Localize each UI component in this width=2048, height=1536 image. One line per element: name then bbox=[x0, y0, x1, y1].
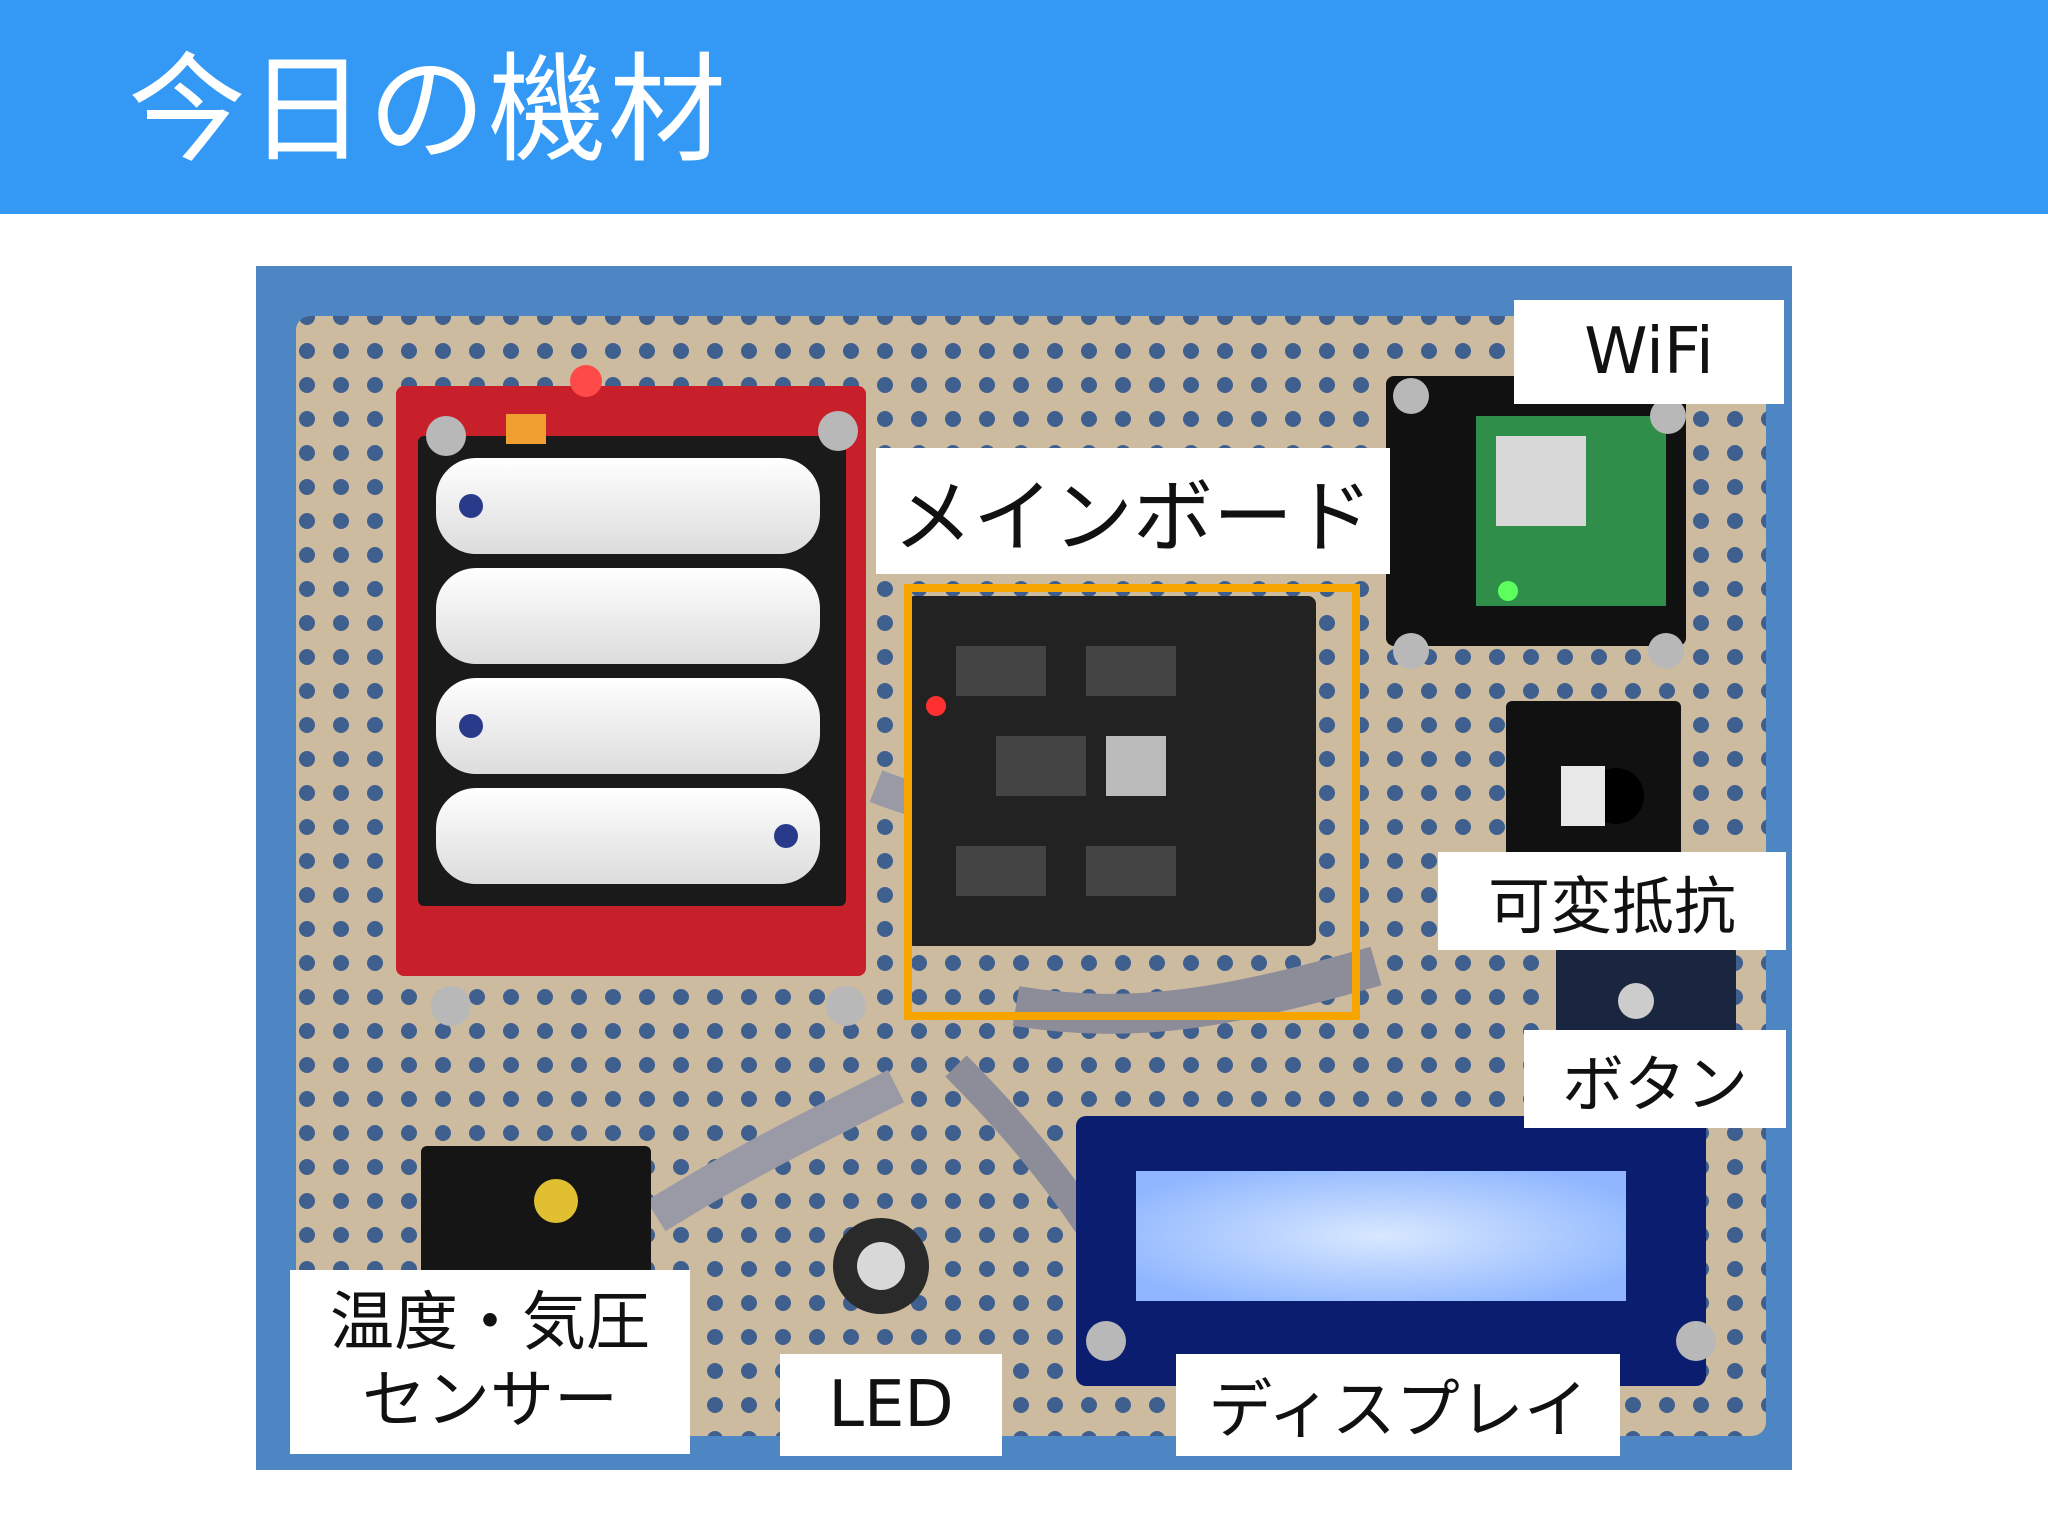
sensor-label: 温度・気圧 センサー bbox=[290, 1270, 690, 1454]
led-label-text: LED bbox=[828, 1368, 954, 1442]
mainboard-label-text: メインボード bbox=[893, 471, 1373, 564]
potentiometer-label: 可変抵抗 bbox=[1438, 852, 1786, 950]
sensor-label-line2: センサー bbox=[362, 1364, 618, 1438]
wifi-label: WiFi bbox=[1514, 300, 1784, 404]
display-label-text: ディスプレイ bbox=[1208, 1374, 1588, 1448]
mainboard-label: メインボード bbox=[876, 448, 1390, 574]
sensor-label-line1: 温度・気圧 bbox=[330, 1286, 650, 1360]
display-label: ディスプレイ bbox=[1176, 1354, 1620, 1456]
potentiometer-label-text: 可変抵抗 bbox=[1487, 870, 1736, 943]
wifi-label-text: WiFi bbox=[1584, 315, 1714, 389]
button-label: ボタン bbox=[1524, 1030, 1786, 1128]
slide-title: 今日の機材 bbox=[128, 41, 729, 179]
title-bar: 今日の機材 bbox=[0, 0, 2048, 214]
led-label: LED bbox=[780, 1354, 1002, 1456]
button-label-text: ボタン bbox=[1561, 1048, 1748, 1121]
mainboard-highlight-frame bbox=[904, 584, 1360, 1020]
